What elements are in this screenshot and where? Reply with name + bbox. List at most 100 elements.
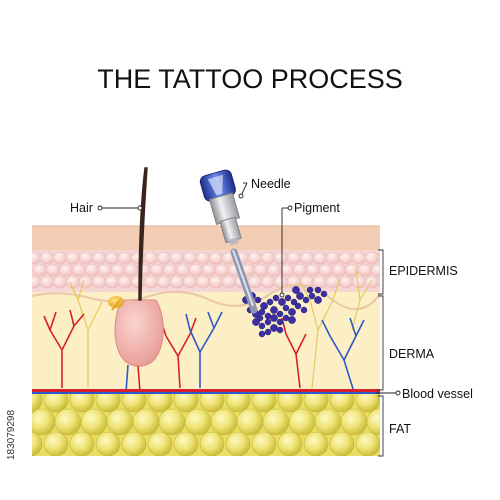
pigment-dot (258, 330, 266, 338)
pigment-dot (290, 298, 298, 306)
fat-cell (355, 431, 380, 456)
epidermis-cell (117, 275, 133, 289)
epidermis-cell (247, 251, 263, 265)
epidermis-cell (351, 275, 367, 289)
pigment-dot (258, 308, 266, 316)
epidermis-cell (188, 263, 204, 277)
pigment-dot (284, 294, 292, 302)
fat-cell (95, 394, 121, 413)
epidermis-cell (91, 251, 107, 265)
epidermis-cell (182, 275, 198, 289)
fat-cell (121, 431, 147, 456)
label-blood-vessel: Blood vessel (402, 387, 473, 401)
fat-cell (340, 408, 368, 436)
epidermis-cell (364, 275, 380, 289)
fat-cell (43, 431, 69, 456)
epidermis-cell (110, 263, 126, 277)
pigment-dot (270, 314, 278, 322)
epidermis-cell (143, 275, 159, 289)
label-hair: Hair (70, 201, 93, 215)
fat-cell (303, 394, 329, 413)
fat-cell (80, 408, 108, 436)
pigment-dot (292, 286, 300, 294)
epidermis-cell (370, 263, 380, 277)
fat-cell (43, 394, 69, 413)
epidermis-cell (377, 277, 380, 287)
epidermis-cell (266, 263, 282, 277)
epidermis-cell (169, 275, 185, 289)
epidermis-cell (331, 263, 347, 277)
pigment-dot (300, 306, 308, 314)
leader-lines (97, 182, 401, 396)
epidermis-cell (91, 275, 107, 289)
epidermis-cell (325, 251, 341, 265)
fat-cell (54, 408, 82, 436)
epidermis-cell (78, 275, 94, 289)
epidermis-cell (52, 251, 68, 265)
epidermis-derma-boundary (31, 283, 381, 311)
epidermis-cell (247, 275, 263, 289)
pigment-dot (258, 322, 266, 330)
epidermis-cell (104, 251, 120, 265)
fat-cell (303, 431, 329, 456)
diagram-title: THE TATTOO PROCESS (97, 64, 403, 94)
pigment-dot (314, 296, 322, 304)
pigment-dot (254, 296, 262, 304)
epidermis-cell (65, 275, 81, 289)
pigment-dot (314, 286, 322, 294)
fat-cell (236, 408, 264, 436)
epidermis-cells (32, 251, 380, 289)
fat-cell (199, 431, 225, 456)
fat-cell (225, 431, 251, 456)
fat-cell (158, 408, 186, 436)
hair-follicle (108, 296, 164, 393)
epidermis-cell (273, 251, 289, 265)
epidermis-cell (201, 263, 217, 277)
epidermis-cell (175, 263, 191, 277)
pigment-dot (264, 318, 272, 326)
fat-cell (32, 408, 56, 436)
fat-cell (225, 394, 251, 413)
fat-cell (184, 408, 212, 436)
epidermis-cell (84, 263, 100, 277)
epidermis-cell (305, 263, 321, 277)
epidermis-cell (149, 263, 165, 277)
epidermis-cell (312, 275, 328, 289)
epidermis-cell (71, 263, 87, 277)
epidermis-cell (65, 251, 81, 265)
pigment-dot (276, 326, 284, 334)
layer-epidermis: EPIDERMIS (389, 264, 458, 278)
epidermis-cell (299, 251, 315, 265)
fat-cell (173, 394, 199, 413)
epidermis-cell (364, 251, 380, 265)
pigment-dot (288, 308, 296, 316)
blood-vessel-band-vein (32, 392, 380, 394)
pigment-dot (288, 316, 296, 324)
fat-cell (262, 408, 290, 436)
pigment-dot (276, 318, 284, 326)
epidermis-cell (312, 251, 328, 265)
tattoo-needle (199, 169, 258, 314)
epidermis-cell (104, 275, 120, 289)
fat-cell (277, 394, 303, 413)
label-needle: Needle (251, 177, 291, 191)
fat-cell (199, 394, 225, 413)
epidermis-cell (195, 251, 211, 265)
layer-derma: DERMA (389, 347, 435, 361)
fat-cell (366, 408, 380, 436)
epidermis-cell (221, 275, 237, 289)
pigment-dot (320, 290, 328, 298)
fat-cell (132, 408, 160, 436)
epidermis-cell (117, 251, 133, 265)
pigment-dot (282, 314, 290, 322)
pigment-dot (308, 292, 316, 300)
fat-cell (32, 431, 43, 456)
epidermis-cell (78, 251, 94, 265)
epidermis-cell (156, 275, 172, 289)
epidermis-cell (338, 275, 354, 289)
fat-cell (95, 431, 121, 456)
stock-watermark-id: 183079298 (6, 410, 17, 460)
epidermis-cell (52, 275, 68, 289)
epidermis-cell (32, 275, 42, 289)
fat-cell (277, 431, 303, 456)
